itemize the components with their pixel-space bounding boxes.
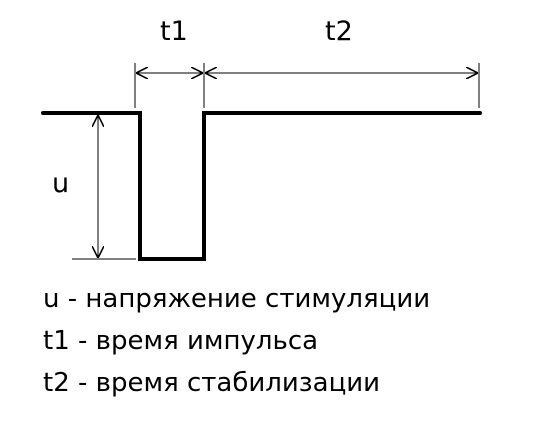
legend: u - напряжение стимуляции t1 - время имп… (43, 278, 430, 404)
legend-item-t1: t1 - время импульса (43, 326, 319, 356)
legend-item-u: u - напряжение стимуляции (43, 284, 431, 314)
legend-item-t2: t2 - время стабилизации (43, 368, 381, 398)
t2-label: t2 (325, 16, 353, 47)
pulse-waveform (41, 111, 482, 261)
u-label: u (52, 168, 69, 199)
t1-label: t1 (160, 16, 188, 47)
